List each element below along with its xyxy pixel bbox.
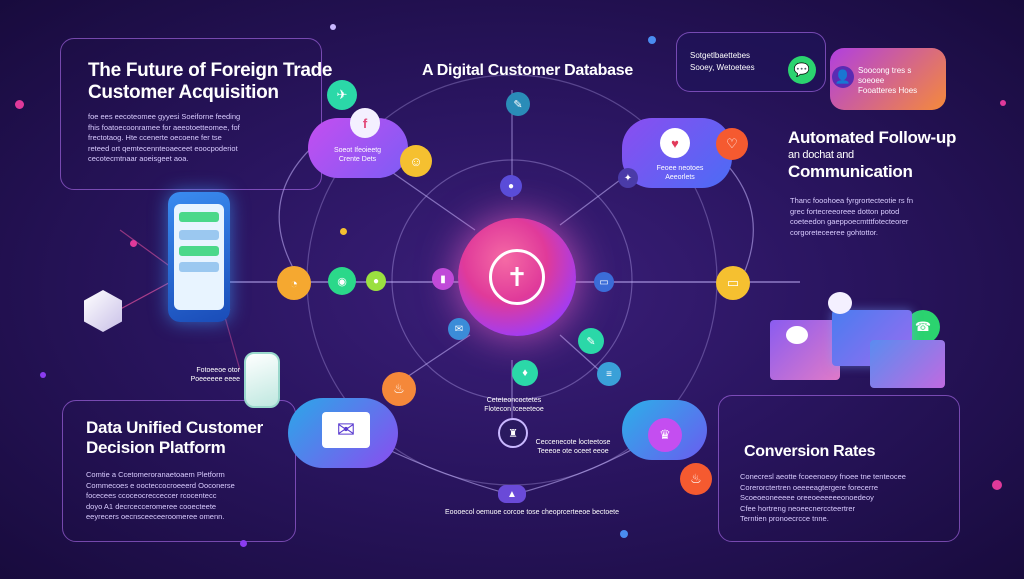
gauge-icon: ◔ [277, 266, 311, 300]
glow-dot [648, 36, 656, 44]
green-icon-2: ● [366, 271, 386, 291]
central-hub: ✝ [458, 218, 576, 336]
title-conversion-rates: Conversion Rates [744, 443, 876, 460]
paragraph-top-left: foe ees eecoteomee gyyesi Soeiforne feed… [88, 112, 241, 163]
sparkle-icon: ✦ [618, 168, 638, 188]
glow-dot [130, 240, 137, 247]
pin-icon: ● [500, 175, 522, 197]
phone-screen [174, 204, 224, 310]
dashboard-illustration [770, 292, 950, 390]
chat-node-icon: ✉ [448, 318, 470, 340]
glow-dot [1000, 100, 1006, 106]
analytics-icon: ✈ [327, 80, 357, 110]
glow-dot [240, 540, 247, 547]
orange-gear-icon: ♡ [716, 128, 748, 160]
person-icon: 👤 [832, 66, 854, 88]
device-icon [244, 352, 280, 408]
star-icon: ☺ [400, 145, 432, 177]
glow-dot [620, 530, 628, 538]
chat-icon: 💬 [788, 56, 816, 84]
hub-icon: ✝ [489, 249, 545, 305]
bookmark-icon: ▲ [498, 485, 526, 503]
title-automated-follow-up: Automated Follow-up an dochat and Commun… [788, 128, 957, 181]
glow-dot [992, 480, 1002, 490]
glow-dot [15, 100, 24, 109]
smartphone [168, 192, 230, 322]
glow-dot [340, 228, 347, 235]
bottom-center-label: Eoooecol oemuoe corcoe tose cheoprcertee… [445, 509, 619, 516]
email-icon: ✉ [322, 412, 370, 448]
lock-icon: ♜ [498, 418, 528, 448]
paragraph-right-lower: Conecresl aeotte fcoeenoeoy fnoee tne te… [740, 472, 906, 523]
glow-dot [40, 372, 46, 378]
bars-icon: ▮ [432, 268, 454, 290]
title-foreign-trade: The Future of Foreign Trade Customer Acq… [88, 60, 333, 103]
hexagon-cube-icon [84, 290, 122, 332]
green-icon-1: ◉ [328, 267, 356, 295]
left-lower-panel [62, 400, 296, 542]
title-digital-database: A Digital Customer Database [422, 62, 633, 79]
right-lower-panel [718, 395, 960, 542]
flame-icon: ♨ [680, 463, 712, 495]
pen-icon: ✎ [506, 92, 530, 116]
screen-icon: ▭ [594, 272, 614, 292]
fire-icon: ♨ [382, 372, 416, 406]
list-icon: ≡ [597, 362, 621, 386]
avatar-icon: ♛ [648, 418, 682, 452]
document-icon: f [350, 108, 380, 138]
bubble-icon-top [828, 292, 852, 314]
speech-bubble-icon [786, 326, 808, 344]
glow-dot [330, 24, 336, 30]
title-data-unified: Data Unified Customer Decision Platform [86, 418, 263, 457]
teal-icon: ✎ [578, 328, 604, 354]
top-left-panel [60, 38, 322, 190]
cart-icon: ▭ [716, 266, 750, 300]
lantern-icon: ♦ [512, 360, 538, 386]
heart-icon: ♥ [660, 128, 690, 158]
